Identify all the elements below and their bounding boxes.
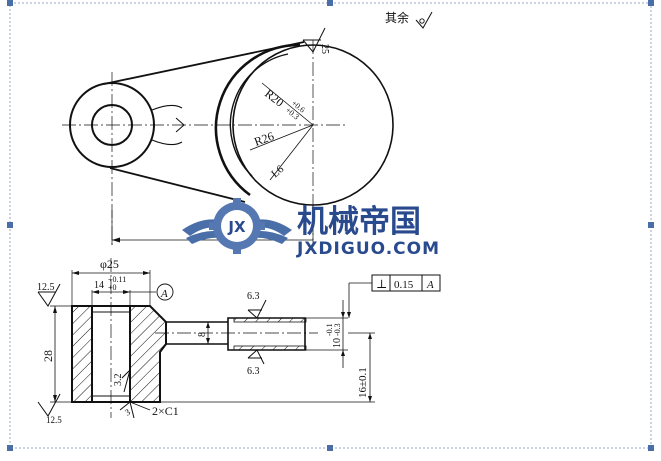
dim-10: 10 <box>332 338 343 348</box>
dim-8: 8 <box>197 332 208 337</box>
tolerance-frame <box>371 274 441 292</box>
chamfer-note: 2×C1 <box>152 404 179 418</box>
tolerance-symbol: ⊥ <box>376 277 387 291</box>
datum-circle <box>156 283 174 301</box>
top-view <box>62 27 394 245</box>
dim-16: 16±0.1 <box>357 367 369 398</box>
dim-14-tol-lower: +0 <box>108 283 117 292</box>
roughness-3-2: 3.2 <box>113 374 124 387</box>
roughness-3: 3 <box>123 407 132 418</box>
tolerance-datum: A <box>426 279 434 291</box>
tolerance-value: 0.15 <box>394 279 414 291</box>
surface-note-roughness-icon <box>415 11 433 29</box>
dim-phi25: φ25 <box>100 257 119 271</box>
dim-r20: R20 <box>262 86 286 109</box>
dim-10-tol-lower: -0.3 <box>333 323 342 336</box>
roughness-6-3-bottom: 6.3 <box>247 366 260 377</box>
dim-10-tol-upper: -0.1 <box>325 323 334 336</box>
dim-28: 28 <box>41 350 55 362</box>
dim-14: 14 <box>94 280 104 291</box>
roughness-6-3-top: 6.3 <box>247 291 260 302</box>
dim-14-tol-upper: +0.11 <box>108 275 126 284</box>
roughness-12-5-bottom: 12.5 <box>46 415 62 425</box>
roughness-25: 25 <box>319 44 330 54</box>
section-view-labels: φ25 14 +0.11 +0 A 12.5 12.5 28 3.2 3 2×C… <box>37 257 434 425</box>
top-view-labels: 其余 25 R20 +0.6 +0.3 R26 L6 <box>252 10 433 180</box>
badge-text: JX <box>227 218 246 236</box>
watermark: JX 机械帝国 JXDIGUO.COM <box>182 198 440 259</box>
section-view <box>37 258 441 419</box>
datum-a: A <box>160 288 168 300</box>
frame-handles <box>7 0 654 451</box>
dim-r26: R26 <box>252 129 276 149</box>
watermark-title: 机械帝国 <box>297 204 421 240</box>
surface-note: 其余 <box>385 10 409 25</box>
roughness-12-5-top: 12.5 <box>37 282 55 293</box>
watermark-url: JXDIGUO.COM <box>296 239 440 259</box>
